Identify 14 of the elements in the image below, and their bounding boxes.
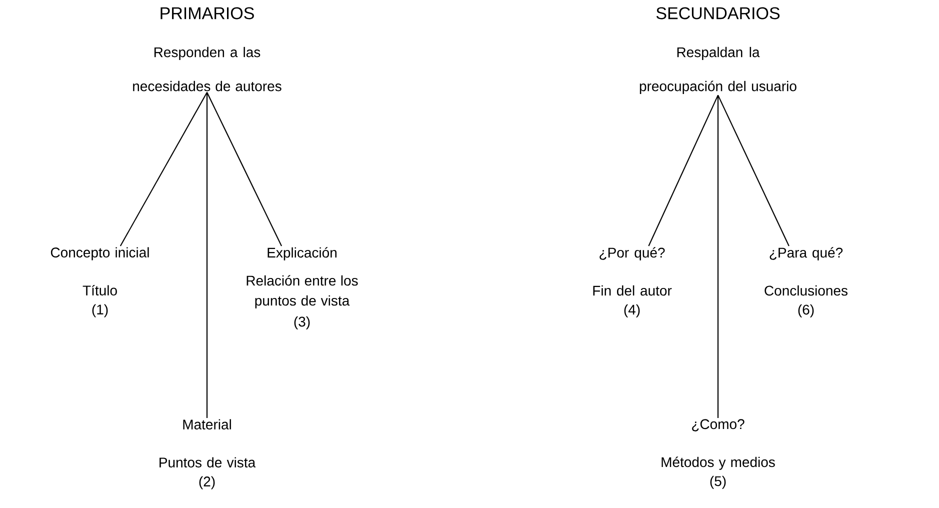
branch-line — [648, 94, 718, 246]
branch-line — [718, 94, 790, 246]
branch-label: ¿Como? Métodos y medios (5) — [662, 419, 775, 489]
branch-line — [206, 92, 208, 418]
root-label: SECUNDARIOS Respaldan la preocupación del usuario — [640, 7, 796, 94]
root-label: PRIMARIOS Responden a las necesidades de autores — [133, 7, 282, 92]
branch-line — [120, 92, 208, 246]
branch-label: Material Puntos de vista (2) — [160, 419, 256, 490]
branch-label: Concepto inicial Título (1) — [50, 247, 149, 318]
branch-label: ¿Por qué? Fin del autor (4) — [593, 247, 672, 318]
branch-label: Explicación Relación entre los puntos de vista (3) — [246, 247, 358, 330]
branch-label: ¿Para qué? Conclusiones (6) — [764, 247, 848, 318]
branch-line — [206, 92, 282, 246]
branch-line — [717, 95, 719, 418]
